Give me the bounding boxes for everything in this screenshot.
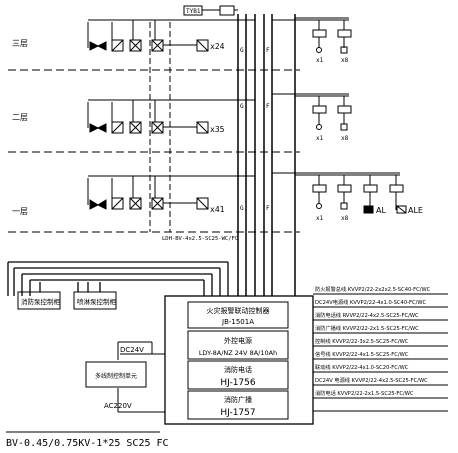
side-1-x1: x1: [316, 57, 324, 64]
floor-2-count: x35: [210, 125, 225, 134]
cable-table: 防火报警总线 KVVP2/22-2x2x2.5-SC40-FC/WC DC24V…: [315, 285, 431, 397]
cable-row: 控制线 KVVP2/22-3x2.5-SC25-FC/WC: [315, 337, 409, 345]
cable-row: DC24V电源线 KVVP2/22-4x1.0-SC40-FC/WC: [315, 298, 426, 306]
side-2-x8: x8: [341, 135, 349, 142]
ale-label: ALE: [408, 206, 423, 215]
side-1-x8: x8: [341, 57, 349, 64]
power-model: LDY-8A/NZ 24V 8A/10Ah: [199, 349, 277, 357]
power-wiring: [117, 341, 165, 413]
ac220v-label: AC220V: [104, 402, 132, 410]
dashed-risers: [149, 22, 171, 232]
controller-title: 火灾报警联动控制器: [207, 306, 270, 315]
controller-panel: [187, 301, 289, 329]
floor-label-2: 二层: [12, 113, 28, 122]
broadcast-model: HJ-1757: [220, 408, 255, 418]
power-title: 外控电源: [224, 336, 252, 345]
controller-cabinet: [164, 295, 314, 425]
svg-text:G: G: [240, 103, 244, 110]
al-label: AL: [376, 206, 386, 215]
vertical-buses: [237, 14, 296, 296]
svg-text:F: F: [266, 205, 270, 212]
cable-row: 消防广播线 KVVP2/22-2x1.5-SC25-FC/WC: [315, 324, 419, 332]
controller-model: JB-1501A: [221, 318, 254, 326]
floor-1-count: x41: [210, 205, 225, 214]
svg-text:F: F: [266, 47, 270, 54]
floor-dividers: [8, 69, 300, 233]
cable-row: 消防电话 KVVP2/22-2x1.5-SC25-FC/WC: [315, 389, 414, 397]
side-2-x1: x1: [316, 135, 324, 142]
floor-1-devices: [87, 175, 255, 210]
phone-panel: [187, 360, 289, 390]
pump-control-box: [17, 291, 61, 310]
dc24v-label: DC24V: [120, 346, 144, 354]
side-3-x8: x8: [341, 215, 349, 222]
svg-text:G: G: [240, 47, 244, 54]
floor-2-devices: [87, 99, 255, 134]
bus-labels: G G G F F F: [240, 47, 270, 212]
phone-model: HJ-1756: [220, 378, 256, 388]
vertical-cable-label: LDH-BV-4x2.5-SC25-WC/FC: [162, 236, 238, 242]
floor-label-1: 一层: [12, 207, 28, 216]
broadcast-panel: [187, 390, 289, 420]
phone-title: 消防电话: [224, 365, 252, 374]
multiline-control-box: [85, 361, 147, 388]
multiline-control-label: 多线制控制单元: [95, 372, 137, 380]
svg-text:G: G: [240, 205, 244, 212]
fan-control-box: [73, 291, 117, 310]
top-junction-box-2: [219, 5, 235, 16]
cable-row: 联动线 KVVP2/22-4x1.0-SC20-FC/WC: [315, 363, 409, 371]
cable-row: DC24V 电源线 KVVP2/22-4x2.5-SC25-FC/WC: [315, 376, 428, 384]
side-group-2: [272, 93, 352, 131]
fan-control-label: 喷淋泵控制柜: [77, 297, 117, 306]
cable-row: 信号线 KVVP2/22-4x1.5-SC25-FC/WC: [315, 350, 409, 358]
pump-control-label: 消防泵控制柜: [21, 297, 61, 306]
floor-3-count: x24: [210, 42, 225, 51]
cable-table-lines: [313, 293, 448, 412]
side-3-x1: x1: [316, 215, 324, 222]
side-group-3: [272, 172, 407, 214]
svg-text:F: F: [266, 103, 270, 110]
power-panel: [187, 330, 289, 360]
floor-3-devices: [87, 19, 255, 52]
cable-row: 防火报警总线 KVVP2/22-2x2x2.5-SC40-FC/WC: [315, 285, 431, 293]
broadcast-title: 消防广播: [224, 395, 252, 404]
bottom-cable-label: BV-0.45/0.75KV-1*25 SC25 FC: [6, 438, 169, 449]
lower-wiring: [7, 261, 229, 296]
side-group-1: [272, 17, 352, 54]
floor-label-3: 三层: [12, 39, 28, 48]
top-junction-label: TYB1: [186, 8, 201, 15]
cable-row: 消防电话线 RVVP2/22-4x2.5-SC25-FC/WC: [315, 311, 419, 319]
